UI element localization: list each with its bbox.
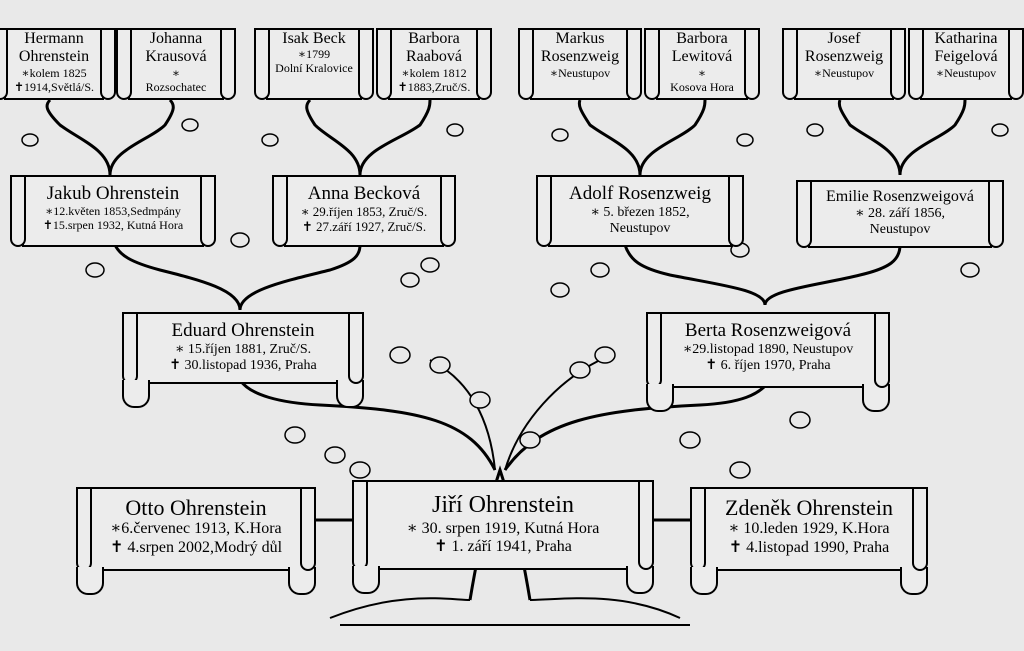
scroll-curl — [352, 566, 380, 594]
person-name: Josef Rosenzweig — [804, 30, 884, 66]
person-death: ✝1883,Zruč/S. — [397, 79, 471, 94]
person-birth: ∗ 15.říjen 1881, Zruč/S. — [174, 341, 312, 357]
person-birth: ∗Neustupov — [935, 65, 997, 80]
person-birth: ∗ 5. březen 1852, — [590, 204, 690, 220]
scroll-curl — [646, 384, 674, 412]
person-card-hermann-ohrenstein: Hermann Ohrenstein ∗kolem 1825 ✝1914,Svě… — [0, 28, 116, 100]
scroll-curl — [336, 380, 364, 408]
scroll-curl — [122, 380, 150, 408]
person-card-johanna-krausova: Johanna Krausová ∗ Rozsochatec — [116, 28, 236, 100]
person-birth: ∗ 30. srpen 1919, Kutná Hora — [406, 519, 600, 537]
person-name: Johanna Krausová — [145, 30, 207, 66]
person-name: Berta Rosenzweigová — [684, 320, 852, 341]
person-name: Jiří Ohrenstein — [432, 492, 574, 518]
person-card-markus-rosenzweig: Markus Rosenzweig ∗Neustupov — [518, 28, 642, 100]
person-card-emilie-rosenzweigova: Emilie Rosenzweigová ∗ 28. září 1856, Ne… — [796, 180, 1004, 248]
scroll-curl — [690, 567, 718, 595]
person-death: ✝ 1. září 1941, Praha — [434, 537, 572, 555]
person-card-barbora-raabova: Barbora Raabová ∗kolem 1812 ✝1883,Zruč/S… — [376, 28, 492, 100]
person-birth: ∗ 10.leden 1929, K.Hora — [728, 520, 890, 538]
person-death: ✝ 6. říjen 1970, Praha — [705, 357, 831, 373]
person-birth: ∗Neustupov — [813, 65, 875, 80]
person-death: ✝ 27.září 1927, Zruč/S. — [301, 218, 427, 234]
scroll-curl — [862, 384, 890, 412]
person-name: Barbora Raabová — [406, 30, 462, 66]
person-birth: ∗29.listopad 1890, Neustupov — [682, 341, 854, 357]
scroll-curl — [900, 567, 928, 595]
person-birth: ∗12.květen 1853,Sedmpány — [45, 203, 181, 218]
person-birth: ∗ 28. září 1856, — [855, 206, 945, 222]
person-birthplace: Kosova Hora — [670, 79, 734, 94]
person-birthplace: Rozsochatec — [145, 79, 207, 94]
person-name: Emilie Rosenzweigová — [826, 188, 974, 205]
person-birth: ∗ — [171, 65, 181, 80]
person-birth: ∗ 29.říjen 1853, Zruč/S. — [300, 203, 428, 219]
person-card-katharina-feigelova: Katharina Feigelová ∗Neustupov — [908, 28, 1024, 100]
person-card-adolf-rosenzweig: Adolf Rosenzweig ∗ 5. březen 1852, Neust… — [536, 175, 744, 247]
person-birthplace: Neustupov — [869, 222, 931, 238]
person-card-josef-rosenzweig: Josef Rosenzweig ∗Neustupov — [782, 28, 906, 100]
tree-leaves — [21, 118, 1009, 479]
person-death: ✝1914,Světlá/S. — [13, 79, 95, 94]
person-card-zdenek-ohrenstein: Zdeněk Ohrenstein ∗ 10.leden 1929, K.Hor… — [690, 487, 928, 595]
person-name: Katharina Feigelová — [934, 30, 998, 66]
person-name: Isak Beck — [282, 30, 346, 47]
person-name: Otto Ohrenstein — [125, 495, 267, 520]
person-name: Anna Becková — [307, 183, 421, 204]
person-card-otto-ohrenstein: Otto Ohrenstein ∗6.červenec 1913, K.Hora… — [76, 487, 316, 595]
person-death: ✝ 4.listopad 1990, Praha — [728, 538, 890, 556]
scroll-curl — [76, 567, 104, 595]
person-card-jakub-ohrenstein: Jakub Ohrenstein ∗12.květen 1853,Sedmpán… — [10, 175, 216, 247]
scroll-curl — [288, 567, 316, 595]
person-name: Hermann Ohrenstein — [18, 30, 90, 66]
person-death: ✝ 30.listopad 1936, Praha — [169, 357, 317, 373]
person-birth: ∗kolem 1825 — [21, 65, 87, 80]
person-birth: ∗6.červenec 1913, K.Hora — [110, 520, 282, 538]
person-birth: ∗Neustupov — [549, 65, 611, 80]
person-name: Markus Rosenzweig — [540, 30, 620, 66]
person-birth: ∗kolem 1812 — [401, 65, 467, 80]
person-card-isak-beck: Isak Beck ∗1799 Dolní Kralovice — [254, 28, 374, 100]
person-birth: ∗1799 — [297, 47, 331, 62]
person-birthplace: Dolní Kralovice — [275, 61, 353, 76]
person-death: ✝15.srpen 1932, Kutná Hora — [42, 217, 184, 232]
person-card-anna-beckova: Anna Becková ∗ 29.říjen 1853, Zruč/S. ✝ … — [272, 175, 456, 247]
person-name: Jakub Ohrenstein — [46, 183, 180, 204]
person-card-barbora-lewitova: Barbora Lewitová ∗ Kosova Hora — [644, 28, 760, 100]
person-name: Eduard Ohrenstein — [171, 320, 315, 341]
person-card-jiri-ohrenstein: Jiří Ohrenstein ∗ 30. srpen 1919, Kutná … — [352, 480, 654, 594]
person-card-berta-rosenzweigova: Berta Rosenzweigová ∗29.listopad 1890, N… — [646, 312, 890, 412]
person-birthplace: Neustupov — [609, 220, 671, 236]
person-name: Barbora Lewitová — [671, 30, 733, 66]
person-name: Zdeněk Ohrenstein — [725, 495, 893, 520]
person-name: Adolf Rosenzweig — [569, 183, 711, 204]
person-death: ✝ 4.srpen 2002,Modrý důl — [109, 538, 283, 556]
person-card-eduard-ohrenstein: Eduard Ohrenstein ∗ 15.říjen 1881, Zruč/… — [122, 312, 364, 408]
person-birth: ∗ — [697, 65, 707, 80]
scroll-curl — [626, 566, 654, 594]
